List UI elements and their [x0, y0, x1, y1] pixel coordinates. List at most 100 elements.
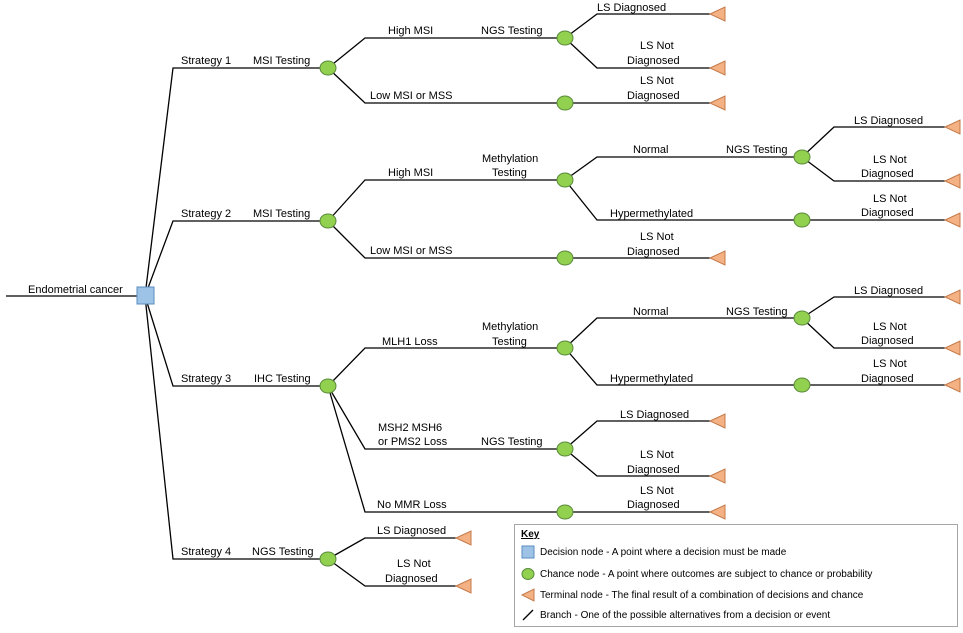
s4-chance-node — [319, 551, 337, 567]
s3-msh2-l2: or PMS2 Loss — [378, 436, 448, 448]
terminal-node — [943, 340, 961, 356]
key-legend: Key Decision node - A point where a deci… — [514, 524, 958, 627]
terminal-node — [943, 212, 961, 228]
strategy-2-label: Strategy 2 — [181, 208, 231, 220]
s2-low-ls-not-l1: LS Not — [640, 231, 674, 243]
s3-msh2-l1: MSH2 MSH6 — [378, 422, 442, 434]
root-label: Endometrial cancer — [28, 284, 123, 296]
s1-ls-diagnosed-branch — [564, 13, 710, 39]
strategy-4-branch — [144, 295, 328, 560]
strategy-1-test: MSI Testing — [253, 55, 310, 67]
strategy-3-label: Strategy 3 — [181, 373, 231, 385]
s3-hyper-label: Hypermethylated — [610, 373, 693, 385]
key-chance-row: Chance node - A point where outcomes are… — [521, 567, 872, 581]
s2-hyper-ls-not-l1: LS Not — [873, 193, 907, 205]
s2-methylation-l1: Methylation — [482, 153, 538, 165]
s2-ls-not-l1: LS Not — [873, 154, 907, 166]
s1-low-chance-node — [556, 95, 574, 111]
s2-normal-label: Normal — [633, 144, 668, 156]
terminal-node — [943, 377, 961, 393]
strategy-1-branch — [144, 67, 328, 297]
s2-low-msi-label: Low MSI or MSS — [370, 245, 453, 257]
terminal-node — [708, 6, 726, 22]
s1-ls-not-branch — [564, 37, 710, 69]
terminal-node — [454, 530, 472, 546]
s4-ls-diagnosed-branch — [327, 537, 456, 560]
s2-hyper-label: Hypermethylated — [610, 208, 693, 220]
s3-ls-diagnosed: LS Diagnosed — [854, 285, 923, 297]
s3-ls-diagnosed-branch — [801, 296, 945, 319]
s1-high-msi-branch — [327, 37, 565, 69]
s3-hyper-ls-not-l2: Diagnosed — [861, 373, 914, 385]
s2-hyper-branch — [564, 179, 802, 221]
terminal-node — [454, 578, 472, 594]
key-branch-text: Branch - One of the possible alternative… — [540, 609, 831, 621]
s3-no-mmr-ls-not-l2: Diagnosed — [627, 499, 680, 511]
s1-low-msi-label: Low MSI or MSS — [370, 90, 453, 102]
strategy-4-test: NGS Testing — [252, 546, 314, 558]
terminal-node — [708, 60, 726, 76]
s2-ls-not-l2: Diagnosed — [861, 168, 914, 180]
terminal-node — [708, 413, 726, 429]
s2-low-msi-branch — [327, 220, 565, 259]
key-terminal-row: Terminal node - The final result of a co… — [521, 588, 863, 602]
s3-no-mmr-branch — [327, 385, 565, 513]
s3-ngs-chance-node — [556, 441, 574, 457]
s3-methylation-l1: Methylation — [482, 321, 538, 333]
s3-ngs-top-label: NGS Testing — [726, 306, 788, 318]
s2-ls-diagnosed: LS Diagnosed — [854, 115, 923, 127]
decision-node-icon — [521, 545, 535, 559]
s1-high-msi-label: High MSI — [388, 25, 433, 37]
s2-hyper-ls-not-l2: Diagnosed — [861, 207, 914, 219]
s3-msh2-ls-diagnosed: LS Diagnosed — [620, 409, 689, 421]
terminal-node — [943, 289, 961, 305]
chance-node-icon — [521, 568, 535, 580]
s1-low-ls-not-l1: LS Not — [640, 75, 674, 87]
s1-low-msi-branch — [327, 67, 565, 104]
key-decision-text: Decision node - A point where a decision… — [540, 546, 787, 558]
key-chance-text: Chance node - A point where outcomes are… — [540, 568, 873, 580]
terminal-node — [708, 468, 726, 484]
key-decision-row: Decision node - A point where a decision… — [521, 545, 786, 559]
s3-ls-not-branch — [801, 317, 945, 349]
s2-ls-diagnosed-branch — [801, 126, 945, 158]
branch-line-icon — [522, 609, 534, 621]
s1-low-ls-not-l2: Diagnosed — [627, 90, 680, 102]
s1-ls-not-l2: Diagnosed — [627, 55, 680, 67]
s2-high-msi-label: High MSI — [388, 167, 433, 179]
strategy-3-test: IHC Testing — [254, 373, 311, 385]
s4-ls-not-l1: LS Not — [397, 558, 431, 570]
decision-node — [136, 286, 155, 305]
s2-high-msi-branch — [327, 179, 565, 222]
s1-ls-not-l1: LS Not — [640, 40, 674, 52]
terminal-node — [708, 250, 726, 266]
s1-chance-node — [319, 60, 337, 76]
s2-ngs-label: NGS Testing — [726, 144, 788, 156]
s3-chance-node — [319, 378, 337, 394]
s2-chance-node — [319, 213, 337, 229]
s1-ls-diagnosed: LS Diagnosed — [597, 2, 666, 14]
terminal-node — [708, 504, 726, 520]
s3-methylation-chance-node — [556, 340, 574, 356]
s3-msh2-ls-diagnosed-branch — [564, 420, 710, 450]
s3-normal-ngs-chance-node — [793, 310, 811, 326]
key-branch-row: Branch - One of the possible alternative… — [521, 608, 830, 622]
s3-hyper-branch — [564, 347, 802, 386]
s3-methylation-l2: Testing — [492, 336, 527, 348]
s2-low-ls-not-l2: Diagnosed — [627, 246, 680, 258]
strategy-2-branch — [144, 220, 328, 297]
s3-msh2-ls-not-l1: LS Not — [640, 449, 674, 461]
s3-msh2-ls-not-branch — [564, 448, 710, 477]
s3-ls-not-l2: Diagnosed — [861, 335, 914, 347]
terminal-node — [943, 173, 961, 189]
s2-methylation-l2: Testing — [492, 167, 527, 179]
s2-ls-not-branch — [801, 156, 945, 182]
s2-low-chance-node — [556, 250, 574, 266]
s3-no-mmr-chance-node — [556, 504, 574, 520]
s3-ngs-label: NGS Testing — [481, 436, 543, 448]
terminal-node-icon — [521, 588, 535, 602]
s1-ngs-label: NGS Testing — [481, 25, 543, 37]
terminal-node — [708, 95, 726, 111]
terminal-node — [943, 119, 961, 135]
